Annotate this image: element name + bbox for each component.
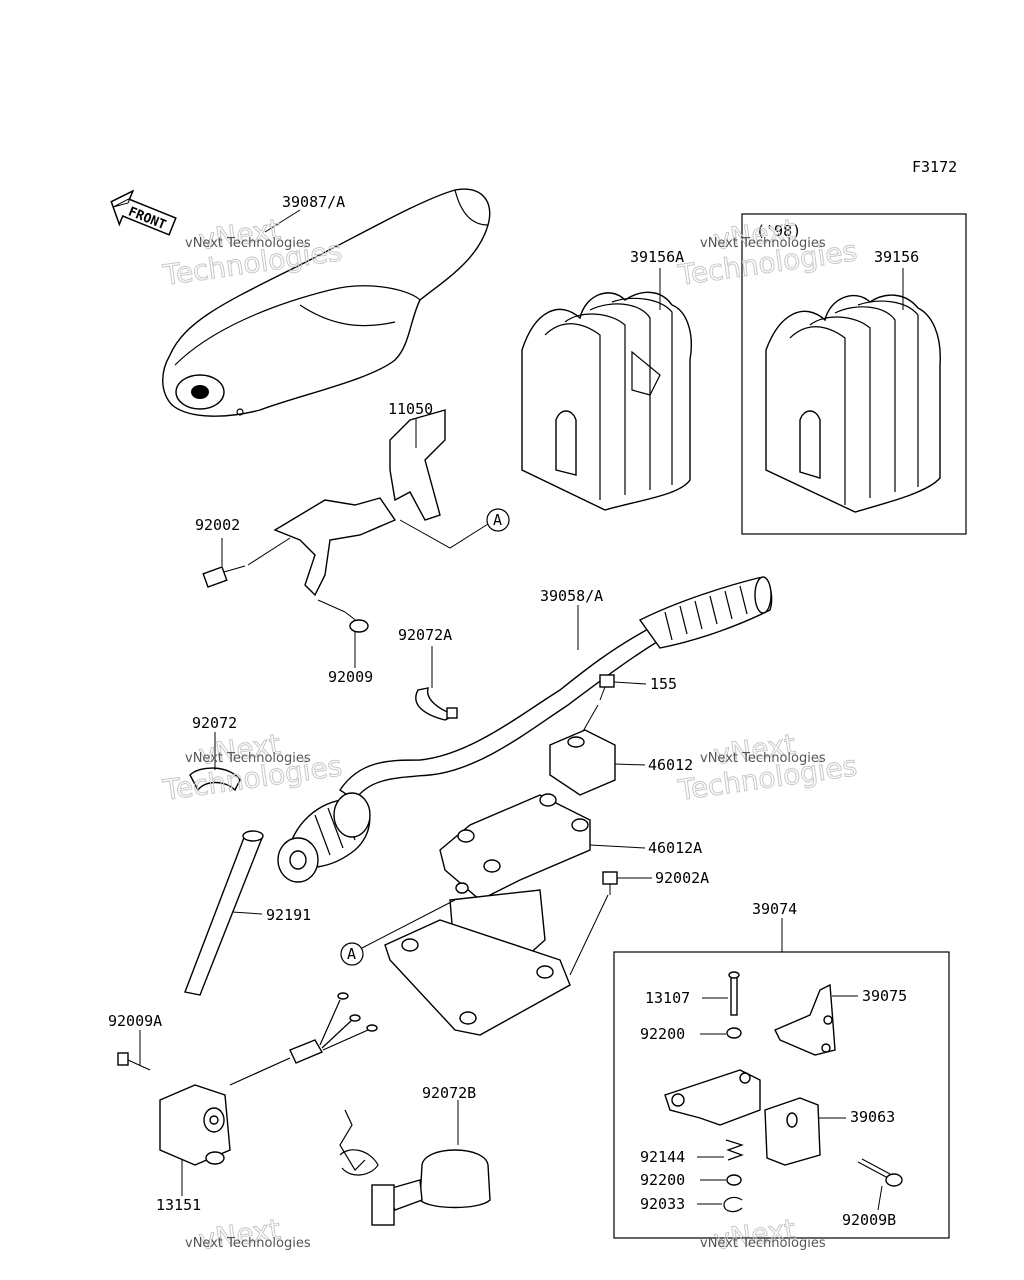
ref-marker-a-bottom: A <box>340 942 364 966</box>
tube-92191 <box>184 830 264 996</box>
holder-46012 <box>549 729 616 796</box>
label-washer-92200-a: 92200 <box>640 1025 685 1043</box>
lever-body <box>664 1069 761 1126</box>
bolt-92002 <box>202 565 246 588</box>
lever-39075 <box>774 983 836 1056</box>
label-bolt-92002: 92002 <box>195 516 240 534</box>
bolt-92009a <box>117 1052 151 1071</box>
figure-code: F3172 <box>912 158 957 176</box>
screw-92009 <box>344 611 369 633</box>
switch-wires <box>229 992 378 1086</box>
label-lever-39075: 39075 <box>862 987 907 1005</box>
svg-text:vNext Technologies: vNext Technologies <box>185 236 311 251</box>
clamp-92072 <box>189 767 241 792</box>
label-spring-92144: 92144 <box>640 1148 685 1166</box>
band-92072a <box>415 687 458 721</box>
watermark-top-right: vNext Technologies vNext Technologies <box>675 212 860 292</box>
seat-pad <box>162 188 491 417</box>
svg-text:vNext Technologies: vNext Technologies <box>700 236 826 251</box>
label-clamp-92072: 92072 <box>192 714 237 732</box>
label-washer-92200-b: 92200 <box>640 1171 685 1189</box>
label-bolt-92009a: 92009A <box>108 1012 162 1030</box>
optional-parts-box <box>741 213 967 535</box>
label-pin-13107: 13107 <box>645 989 690 1007</box>
steering-column-base <box>384 889 571 1036</box>
switch-13151 <box>159 1084 231 1166</box>
label-band-92072b: 92072B <box>422 1084 476 1102</box>
label-screw-92009b: 92009B <box>842 1211 896 1229</box>
spring-92144 <box>725 1139 744 1161</box>
svg-text:vNext Technologies: vNext Technologies <box>185 751 311 766</box>
watermark-mid-right: vNext Technologies vNext Technologies <box>675 727 860 807</box>
watermark-top-left: vNext Technologies vNext Technologies <box>160 212 345 292</box>
label-bracket: 11050 <box>388 400 433 418</box>
label-screw-92009: 92009 <box>328 668 373 686</box>
holder-46012a <box>439 793 591 901</box>
ref-marker-a-top: A <box>486 508 510 532</box>
label-cover-a: 39156A <box>630 248 684 266</box>
label-switch-13151: 13151 <box>156 1196 201 1214</box>
label-seat: 39087/A <box>282 193 345 211</box>
ring-92033 <box>723 1196 743 1213</box>
label-ring-92033: 92033 <box>640 1195 685 1213</box>
label-tube-92191: 92191 <box>266 906 311 924</box>
holder-39063 <box>764 1097 821 1166</box>
label-holder-46012: 46012 <box>648 756 693 774</box>
label-bolt-92002a: 92002A <box>655 869 709 887</box>
label-band-92072a: 92072A <box>398 626 452 644</box>
label-cover: 39156 <box>874 248 919 266</box>
grip-right-ribs <box>664 585 748 641</box>
band-92072b <box>339 1109 491 1226</box>
svg-text:vNext Technologies: vNext Technologies <box>700 751 826 766</box>
svg-text:vNext Technologies: vNext Technologies <box>185 1236 311 1251</box>
pin-13107 <box>728 971 740 1016</box>
bolt-155 <box>599 674 615 701</box>
washer-92200-b <box>726 1174 742 1186</box>
label-holder-46012a: 46012A <box>648 839 702 857</box>
cover-39156 <box>765 294 941 513</box>
bracket-11050 <box>273 409 446 597</box>
svg-text:A: A <box>493 511 502 529</box>
optional-note: ('98) <box>756 222 801 240</box>
watermark-mid-left: vNext Technologies vNext Technologies <box>160 727 345 807</box>
watermark-bottom-right: vNext vNext Technologies <box>700 1212 826 1257</box>
cover-39156a <box>521 291 692 511</box>
svg-text:A: A <box>347 945 356 963</box>
label-lever-assy: 39074 <box>752 900 797 918</box>
bolt-92002a <box>602 871 618 895</box>
front-arrow-icon: FRONT <box>110 189 177 236</box>
label-bolt-155: 155 <box>650 675 677 693</box>
handlebar-39058 <box>277 576 773 883</box>
label-holder-39063: 39063 <box>850 1108 895 1126</box>
svg-text:vNext Technologies: vNext Technologies <box>700 1236 826 1251</box>
label-handlebar: 39058/A <box>540 587 603 605</box>
washer-92200-a <box>726 1027 742 1039</box>
screw-92009b <box>857 1158 903 1187</box>
watermark-bottom-left: vNext vNext Technologies <box>185 1212 311 1257</box>
